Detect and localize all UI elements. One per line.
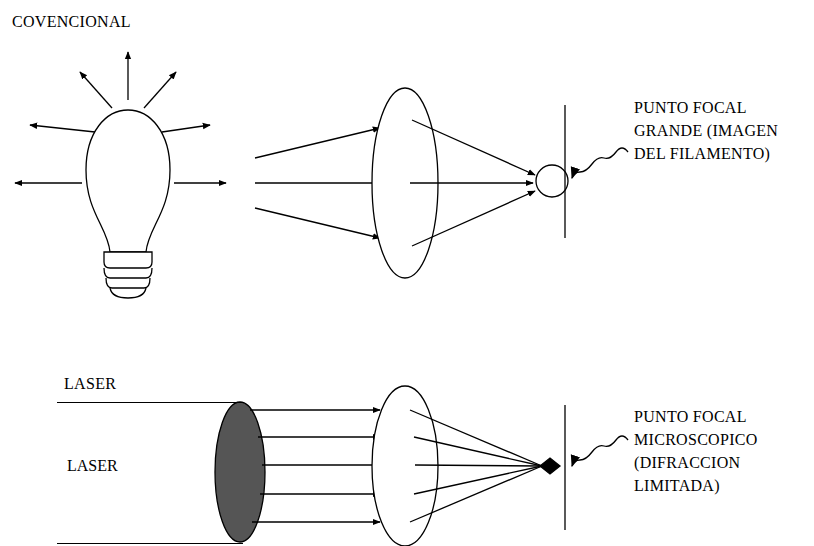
section-heading: COVENCIONAL bbox=[12, 10, 212, 33]
lens bbox=[372, 386, 438, 546]
section-heading: LASER bbox=[64, 372, 184, 395]
light-rays bbox=[15, 52, 226, 183]
node-text: LASER bbox=[67, 456, 118, 476]
light-bulb bbox=[86, 110, 170, 298]
leader-line bbox=[572, 436, 628, 466]
leader-line bbox=[572, 148, 628, 178]
converging-rays bbox=[410, 120, 535, 246]
focal-spot bbox=[536, 165, 568, 197]
focal-diamond bbox=[540, 458, 560, 474]
focal-label: PUNTO FOCAL MICROSCOPICO (DIFRACCION LIM… bbox=[634, 405, 784, 497]
parallel-rays bbox=[250, 410, 380, 522]
laser-aperture bbox=[215, 402, 265, 542]
focal-label: PUNTO FOCAL GRANDE (IMAGEN DEL FILAMENTO… bbox=[634, 96, 784, 165]
laser-tube: LASER bbox=[57, 402, 243, 544]
focal-plane bbox=[564, 105, 565, 238]
focal-plane bbox=[564, 405, 565, 530]
incident-rays bbox=[255, 128, 380, 238]
converging-rays bbox=[410, 410, 542, 522]
